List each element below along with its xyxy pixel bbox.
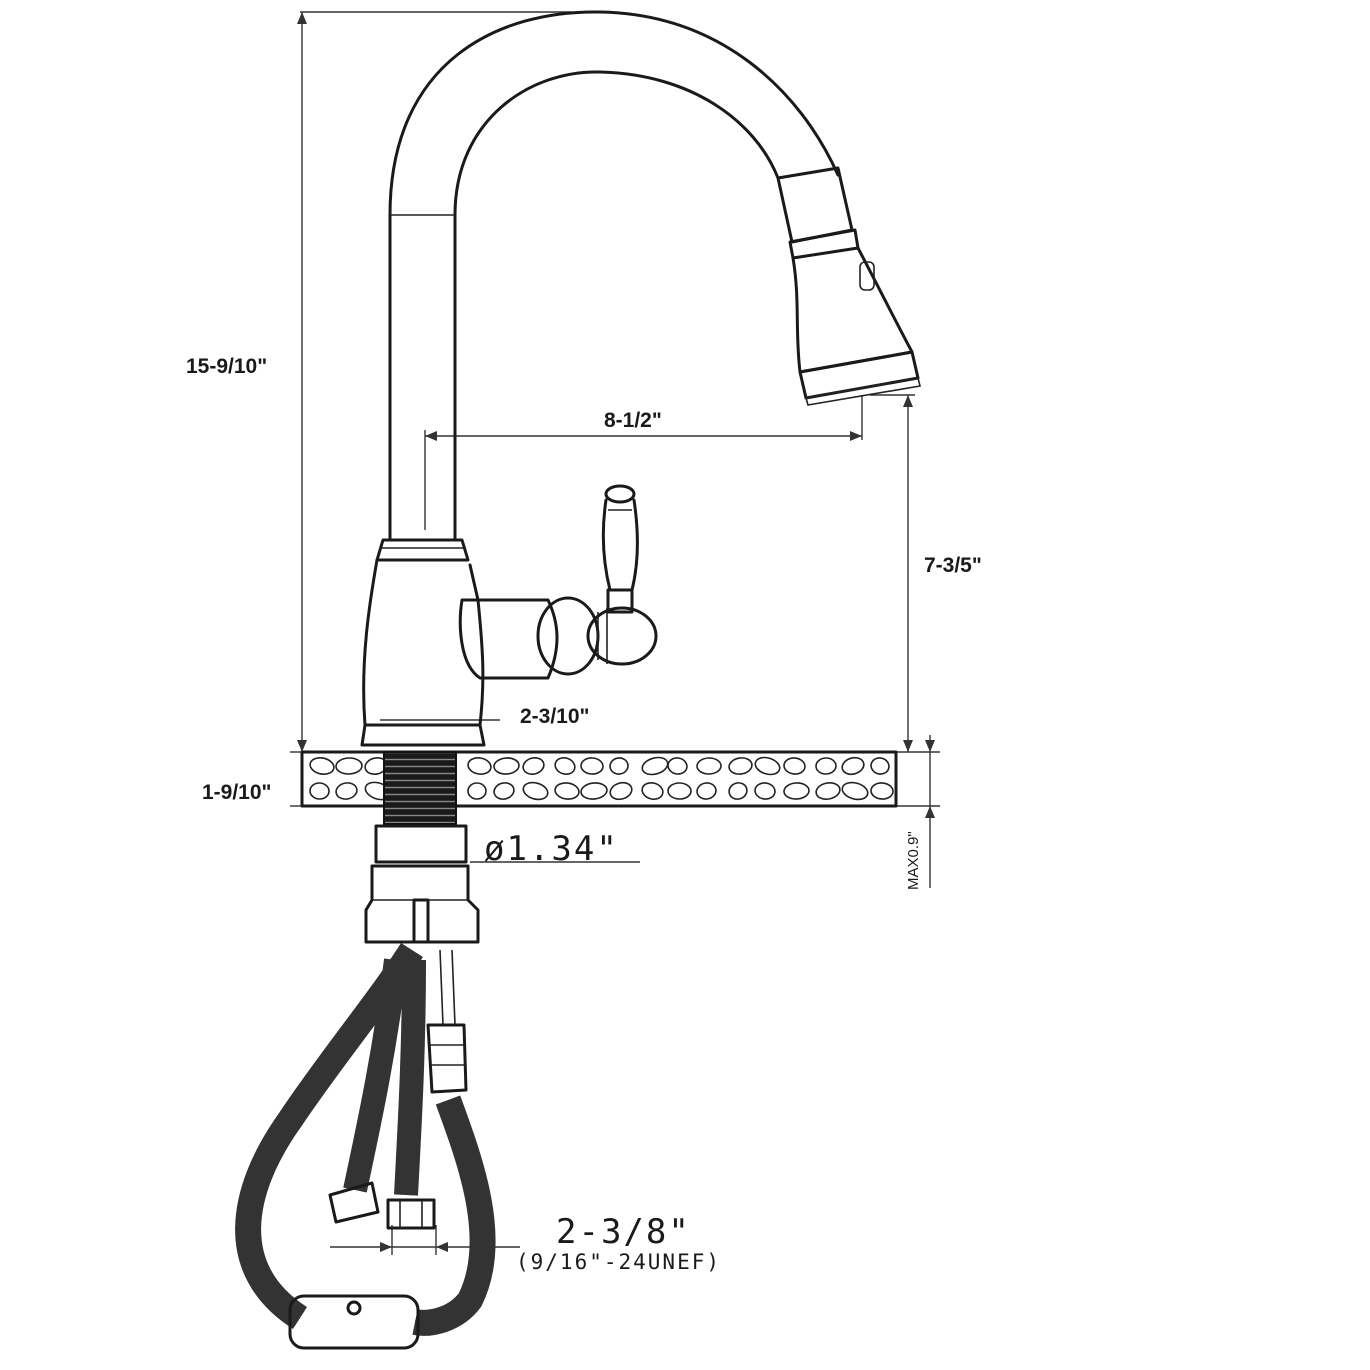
total-height-label: 15-9/10" — [186, 355, 267, 378]
deck-surface — [300, 750, 898, 808]
base-diameter-label: 2-3/10" — [520, 705, 590, 728]
handle-lever — [601, 484, 639, 614]
spout-clearance-label: 7-3/5" — [924, 554, 982, 577]
faucet-body — [360, 538, 658, 747]
mounting-nut — [364, 864, 480, 944]
supply-hoses — [235, 942, 496, 1336]
hose-weight — [288, 1294, 420, 1350]
max-deck-label: MAX0.9" — [905, 831, 922, 890]
deck-thickness-label: 1-9/10" — [202, 781, 272, 804]
hole-diameter-label: ø1.34" — [484, 829, 619, 869]
spout-reach-label: 8-1/2" — [604, 409, 662, 432]
spray-head — [776, 166, 921, 406]
spout — [388, 10, 840, 542]
threaded-shank — [374, 751, 468, 864]
thread-spec-label: (9/16"-24UNEF) — [516, 1250, 721, 1274]
hose-spacing-label: 2-3/8" — [556, 1212, 691, 1252]
